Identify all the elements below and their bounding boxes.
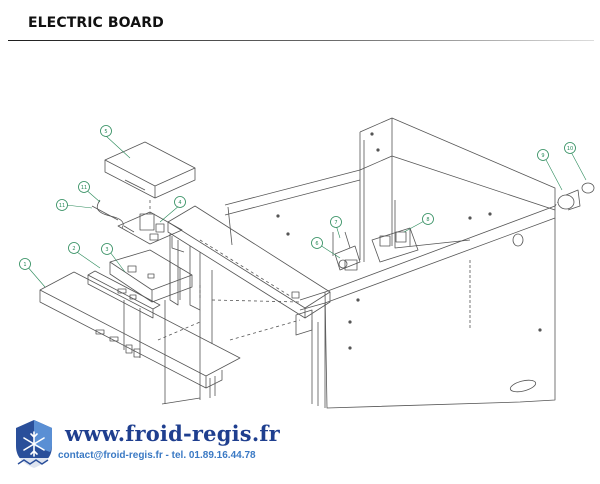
callout-11-upper: 11: [78, 181, 90, 193]
website-link[interactable]: www.froid-regis.fr: [65, 421, 280, 446]
callout-label: 1: [23, 262, 26, 268]
snowflake-logo-icon: [16, 420, 52, 468]
callout-11-lower: 11: [56, 199, 68, 211]
callout-8: 8: [422, 213, 434, 225]
page-title: ELECTRIC BOARD: [28, 15, 164, 31]
component-block-6: [332, 231, 361, 271]
circuit-board: [117, 211, 185, 253]
callout-label: 8: [426, 217, 429, 223]
callout-1: 1: [19, 258, 31, 270]
front-panel: [39, 271, 241, 398]
callout-label: 7: [334, 220, 337, 226]
callout-9: 9: [537, 149, 549, 161]
callout-label: 3: [105, 247, 108, 253]
callout-label: 5: [104, 129, 107, 135]
mounting-bracket: [109, 249, 193, 358]
title-divider: [8, 40, 594, 41]
callout-10: 10: [564, 142, 576, 154]
contact-info: contact@froid-regis.fr - tel. 01.89.16.4…: [58, 450, 256, 461]
callout-label: 11: [81, 185, 87, 191]
callout-3: 3: [101, 243, 113, 255]
switch-assembly: [554, 182, 595, 211]
controller-unit: [87, 270, 161, 319]
electronic-cover: [104, 141, 196, 199]
callout-5: 5: [100, 125, 112, 137]
cabinet-frame: [224, 117, 556, 409]
callout-label: 9: [541, 153, 544, 159]
cable: [96, 199, 124, 229]
callout-label: 4: [178, 200, 181, 206]
callout-label: 11: [59, 203, 65, 209]
callout-label: 2: [72, 246, 75, 252]
callout-4: 4: [174, 196, 186, 208]
contactor-block-8: [371, 227, 419, 263]
callout-label: 10: [567, 146, 573, 152]
callout-7: 7: [330, 216, 342, 228]
front-rail: [167, 205, 331, 336]
callout-2: 2: [68, 242, 80, 254]
callout-markers: 5 4 3 2 1 11 11 6 7 8 9 10: [19, 125, 576, 270]
callout-6: 6: [311, 237, 323, 249]
callout-label: 6: [315, 241, 318, 247]
